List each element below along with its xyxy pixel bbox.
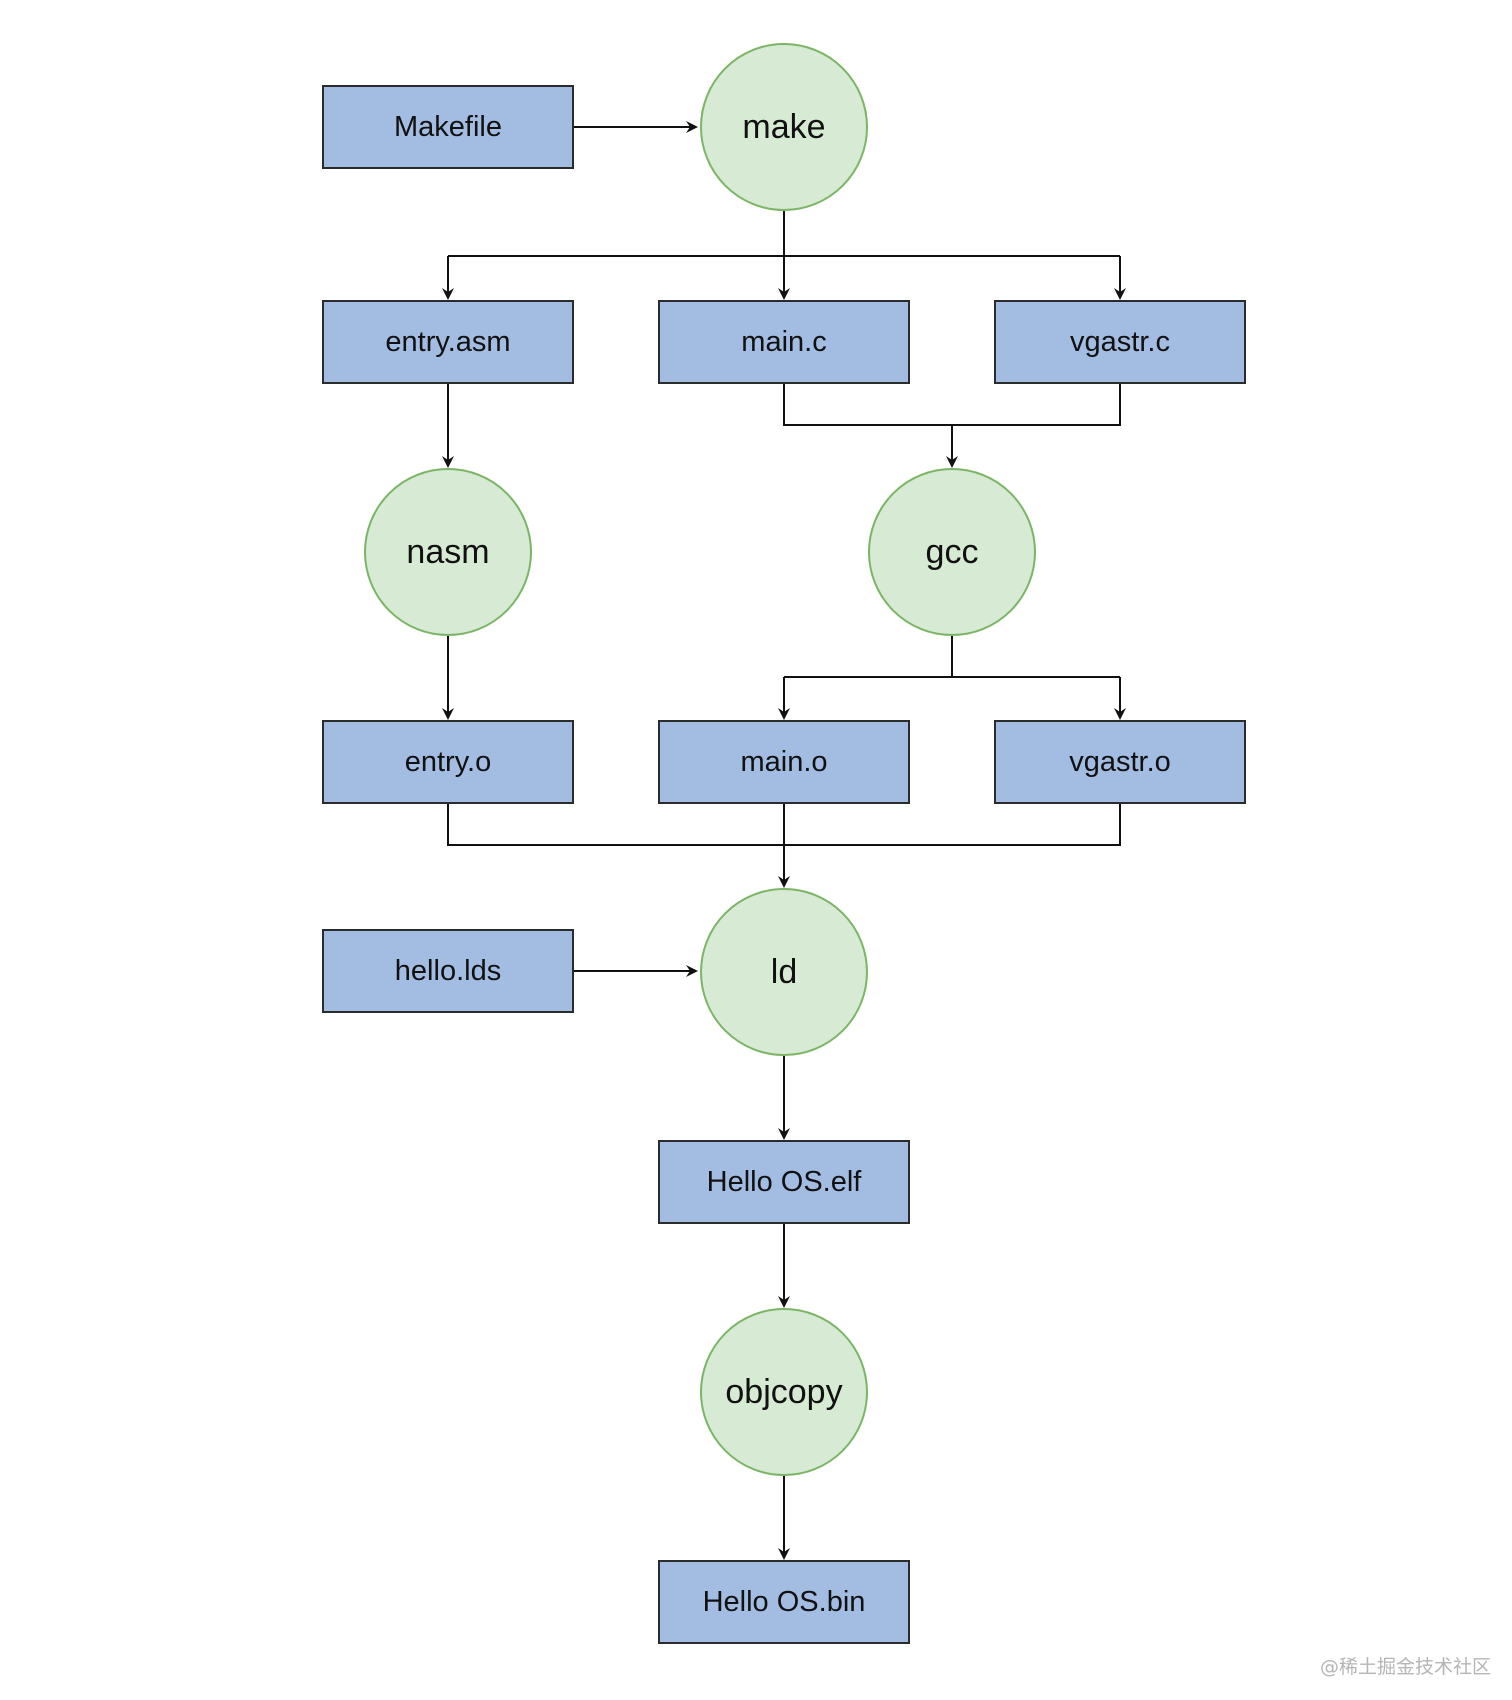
- node-nasm-label: nasm: [406, 532, 490, 571]
- node-entry-o: entry.o: [322, 720, 574, 804]
- node-objcopy-label: objcopy: [725, 1372, 843, 1411]
- node-gcc-label: gcc: [925, 532, 979, 571]
- node-vgastr-o: vgastr.o: [994, 720, 1246, 804]
- node-nasm: nasm: [364, 468, 532, 636]
- node-main-c-label: main.c: [741, 325, 827, 358]
- edge-c-files-bus: [783, 384, 1121, 426]
- node-hello-os-elf-label: Hello OS.elf: [706, 1165, 862, 1198]
- node-makefile: Makefile: [322, 85, 574, 169]
- node-ld: ld: [700, 888, 868, 1056]
- node-entry-asm: entry.asm: [322, 300, 574, 384]
- node-make-label: make: [742, 107, 826, 146]
- node-hello-lds-label: hello.lds: [394, 954, 502, 987]
- node-vgastr-c-label: vgastr.c: [1070, 325, 1170, 358]
- node-ld-label: ld: [770, 952, 798, 991]
- node-gcc: gcc: [868, 468, 1036, 636]
- node-objcopy: objcopy: [700, 1308, 868, 1476]
- node-vgastr-o-label: vgastr.o: [1069, 745, 1171, 778]
- node-makefile-label: Makefile: [394, 110, 502, 143]
- node-hello-os-bin-label: Hello OS.bin: [702, 1585, 866, 1618]
- node-entry-o-label: entry.o: [404, 745, 492, 778]
- node-make: make: [700, 43, 868, 211]
- node-hello-lds: hello.lds: [322, 929, 574, 1013]
- node-main-o-label: main.o: [740, 745, 828, 778]
- watermark: @稀土掘金技术社区: [1320, 1656, 1492, 1678]
- node-vgastr-c: vgastr.c: [994, 300, 1246, 384]
- node-entry-asm-label: entry.asm: [385, 325, 511, 358]
- node-main-c: main.c: [658, 300, 910, 384]
- node-main-o: main.o: [658, 720, 910, 804]
- node-hello-os-bin: Hello OS.bin: [658, 1560, 910, 1644]
- node-hello-os-elf: Hello OS.elf: [658, 1140, 910, 1224]
